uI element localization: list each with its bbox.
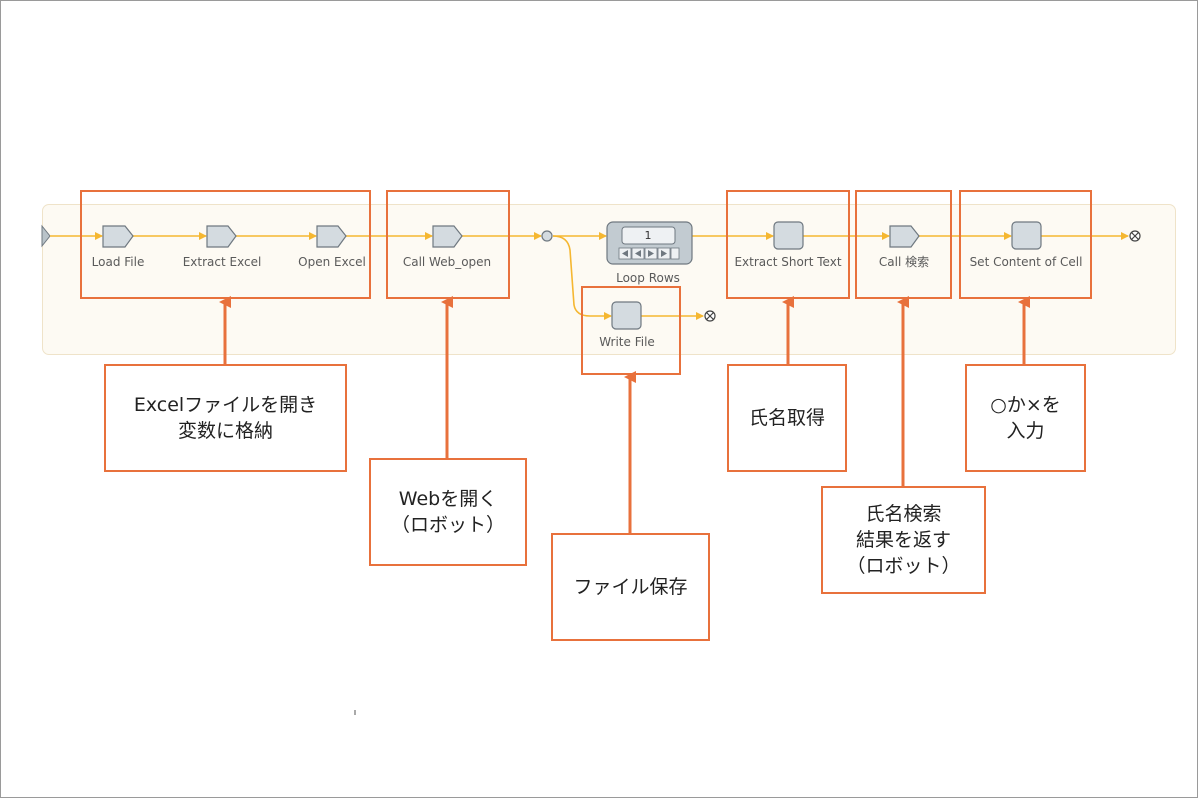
end-marker-branch [704, 310, 716, 322]
call-web-open-node[interactable] [432, 225, 463, 248]
set-content-of-cell-label: Set Content of Cell [969, 255, 1083, 269]
start-marker [41, 224, 51, 248]
loop-counter: 1 [644, 229, 652, 242]
call-web-open-label: Call Web_open [402, 255, 492, 269]
loop-extra-button[interactable] [670, 247, 680, 260]
load-file-label: Load File [91, 255, 145, 269]
extract-short-text-node[interactable] [773, 221, 804, 250]
end-marker-main [1129, 230, 1141, 242]
callout-name-get-text: 氏名取得 [748, 407, 825, 429]
highlight-web-open [386, 190, 510, 299]
connector-branch-write [552, 235, 612, 320]
highlight-set-content [959, 190, 1092, 299]
callout-file-save-text: ファイル保存 [573, 576, 688, 598]
callout-file-save: ファイル保存 [551, 533, 710, 641]
highlight-write-file [581, 286, 681, 375]
callout-web-open: Webを開く （ロボット） [369, 458, 527, 566]
callout-input-mark-text: ○か×を 入力 [990, 394, 1061, 442]
open-excel-node[interactable] [316, 225, 347, 248]
highlight-call-search [855, 190, 952, 299]
callout-name-get: 氏名取得 [727, 364, 847, 472]
extract-excel-label: Extract Excel [182, 255, 262, 269]
extract-short-text-label: Extract Short Text [734, 255, 842, 269]
write-file-label: Write File [599, 335, 655, 349]
loop-rows-node[interactable] [606, 221, 693, 265]
callout-web-open-text: Webを開く （ロボット） [390, 488, 505, 536]
callout-excel-open: Excelファイルを開き 変数に格納 [104, 364, 347, 472]
highlight-excel-steps [80, 190, 371, 299]
extract-excel-node[interactable] [206, 225, 237, 248]
set-content-of-cell-node[interactable] [1011, 221, 1042, 250]
call-search-label: Call 検索 [878, 255, 930, 269]
highlight-extract-short-text [726, 190, 850, 299]
connectors [50, 232, 1129, 320]
loop-counter-box [621, 226, 676, 245]
loop-rows-label: Loop Rows [616, 271, 680, 285]
callout-excel-open-text: Excelファイルを開き 変数に格納 [133, 394, 318, 442]
write-file-node[interactable] [611, 301, 642, 330]
open-excel-label: Open Excel [298, 255, 366, 269]
callout-name-search: 氏名検索 結果を返す （ロボット） [821, 486, 986, 594]
callout-input-mark: ○か×を 入力 [965, 364, 1086, 472]
load-file-node[interactable] [102, 225, 134, 248]
call-search-node[interactable] [889, 225, 920, 248]
callout-name-search-text: 氏名検索 結果を返す （ロボット） [846, 503, 961, 577]
branch-point[interactable] [541, 230, 553, 242]
loop-nav-glyphs [622, 250, 667, 257]
